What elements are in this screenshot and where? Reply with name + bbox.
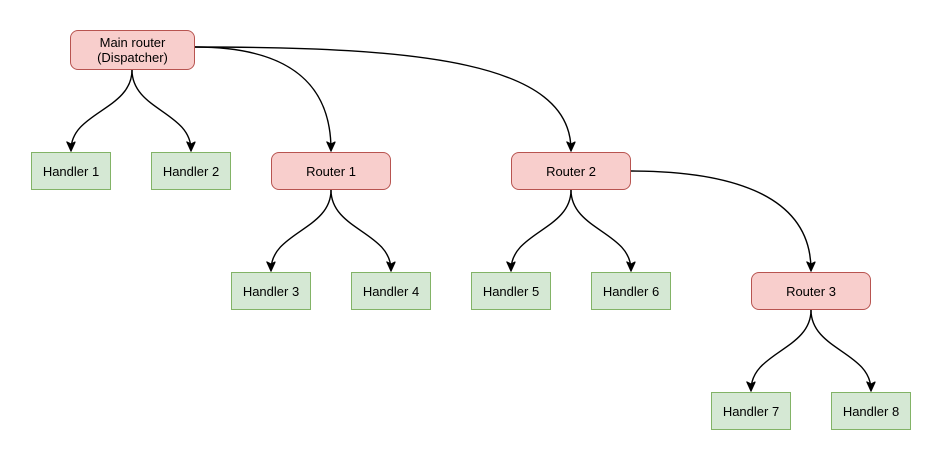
node-main-router[interactable]: Main router (Dispatcher) xyxy=(70,30,195,70)
node-handler-7[interactable]: Handler 7 xyxy=(711,392,791,430)
node-router-1[interactable]: Router 1 xyxy=(271,152,391,190)
edges-group xyxy=(71,46,871,390)
edge-router-2-to-handler-5 xyxy=(511,189,572,270)
node-handler-1[interactable]: Handler 1 xyxy=(31,152,111,190)
node-label-handler-4: Handler 4 xyxy=(362,283,420,299)
node-label-main-router: Main router (Dispatcher) xyxy=(97,35,168,65)
edge-router-2-to-handler-6 xyxy=(570,189,631,270)
node-handler-5[interactable]: Handler 5 xyxy=(471,272,551,310)
edge-main-router-to-handler-2 xyxy=(131,69,191,150)
edge-main-router-to-router-2 xyxy=(194,46,571,150)
edge-main-router-to-router-1 xyxy=(194,46,331,150)
node-label-router-2: Router 2 xyxy=(546,163,596,179)
node-label-handler-2: Handler 2 xyxy=(162,163,220,179)
edge-router-1-to-handler-3 xyxy=(271,189,332,270)
edge-router-3-to-handler-7 xyxy=(751,309,812,390)
node-handler-3[interactable]: Handler 3 xyxy=(231,272,311,310)
node-label-handler-6: Handler 6 xyxy=(602,283,660,299)
edge-router-1-to-handler-4 xyxy=(330,189,391,270)
node-label-handler-1: Handler 1 xyxy=(42,163,100,179)
node-label-handler-3: Handler 3 xyxy=(242,283,300,299)
node-label-router-3: Router 3 xyxy=(786,283,836,299)
node-router-2[interactable]: Router 2 xyxy=(511,152,631,190)
edge-router-3-to-handler-8 xyxy=(810,309,871,390)
node-label-router-1: Router 1 xyxy=(306,163,356,179)
node-handler-4[interactable]: Handler 4 xyxy=(351,272,431,310)
node-handler-2[interactable]: Handler 2 xyxy=(151,152,231,190)
node-label-handler-7: Handler 7 xyxy=(722,403,780,419)
edge-router-2-to-router-3 xyxy=(630,170,811,270)
node-handler-8[interactable]: Handler 8 xyxy=(831,392,911,430)
node-label-handler-5: Handler 5 xyxy=(482,283,540,299)
node-router-3[interactable]: Router 3 xyxy=(751,272,871,310)
node-handler-6[interactable]: Handler 6 xyxy=(591,272,671,310)
node-label-handler-8: Handler 8 xyxy=(842,403,900,419)
edge-main-router-to-handler-1 xyxy=(71,69,133,150)
